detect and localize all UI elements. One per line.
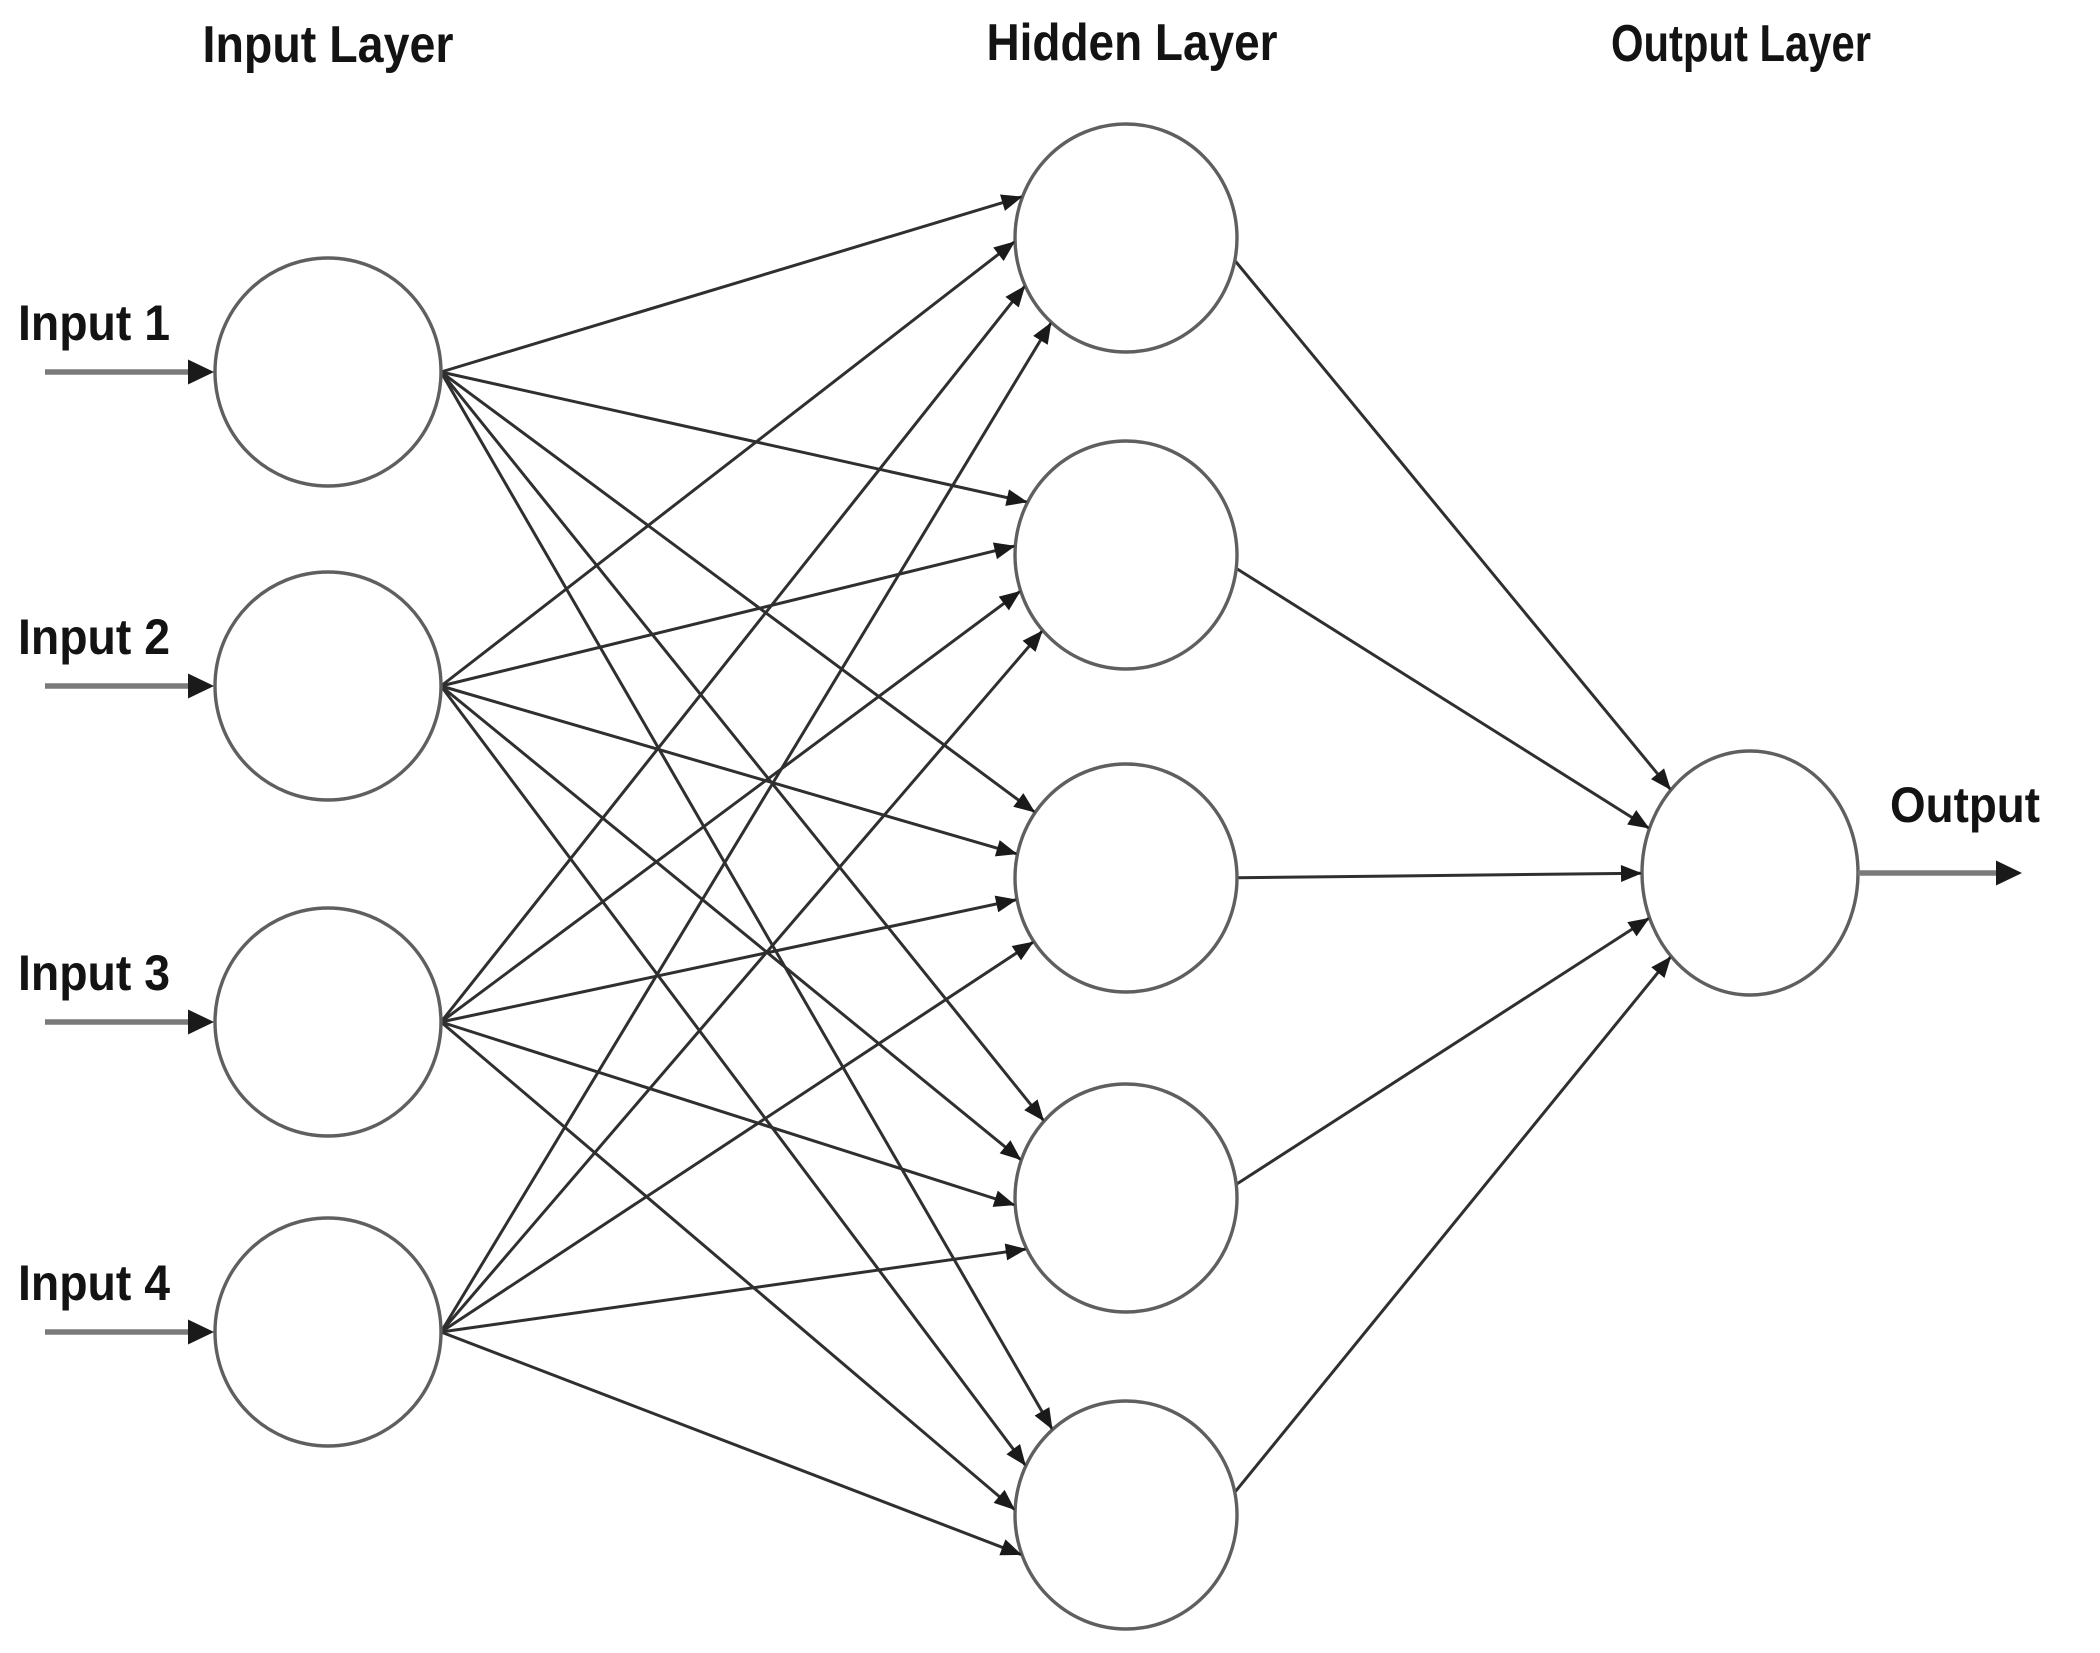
arrowhead-input3-hidden2: [998, 590, 1021, 611]
arrowhead-input1-hidden4: [1024, 1099, 1045, 1122]
edge-input4-hidden4: [440, 1247, 1027, 1334]
edge-input2-hidden4: [440, 684, 1023, 1162]
title-input-layer: Input Layer: [203, 16, 454, 74]
title-output-layer: Output Layer: [1611, 15, 1871, 73]
input-arrow-2-head: [188, 673, 214, 699]
edge-input3-hidden3: [440, 898, 1018, 1024]
arrowhead-input1-hidden2: [1005, 489, 1028, 506]
label-input-3: Input 3: [18, 945, 170, 1001]
arrowhead-hidden2-output: [1627, 810, 1650, 829]
edge-hidden1-output: [1233, 259, 1673, 791]
output-node: [1640, 749, 1860, 997]
arrowhead-input1-hidden1: [1000, 194, 1023, 211]
edge-input4-hidden5: [440, 1330, 1023, 1557]
edge-input4-hidden3: [440, 940, 1035, 1334]
arrowhead-input4-hidden3: [1011, 941, 1034, 961]
edge-input4-hidden2: [439, 629, 1044, 1333]
hidden-node-2: [1013, 439, 1239, 671]
edge-input2-hidden2: [440, 544, 1016, 688]
arrowhead-hidden4-output: [1627, 917, 1650, 937]
edge-hidden3-output: [1236, 871, 1643, 880]
arrowhead-hidden1-output: [1650, 768, 1671, 790]
arrowhead-input3-hidden3: [994, 895, 1018, 913]
edge-input1-hidden2: [440, 370, 1028, 504]
input-node-2: [213, 570, 443, 802]
label-output: Output: [1890, 777, 2040, 833]
arrowhead-input4-hidden4: [1004, 1243, 1027, 1261]
input-node-1: [213, 256, 443, 488]
arrowhead-input2-hidden3: [994, 840, 1018, 857]
edges-group: [439, 195, 1673, 1557]
edge-input1-hidden5: [439, 371, 1054, 1431]
arrowhead-input1-hidden3: [1013, 793, 1036, 813]
arrowhead-input2-hidden4: [999, 1140, 1022, 1161]
arrowhead-input3-hidden1: [1005, 285, 1026, 308]
arrowhead-hidden3-output: [1620, 864, 1643, 882]
arrowhead-input2-hidden2: [992, 542, 1016, 560]
arrowhead-input3-hidden4: [992, 1190, 1016, 1207]
edge-input3-hidden1: [439, 284, 1027, 1023]
arrowhead-input1-hidden5: [1034, 1407, 1053, 1430]
output-arrow-head: [1996, 860, 2022, 886]
label-input-4: Input 4: [18, 1255, 170, 1311]
labels-group: Input Layer Hidden Layer Output Layer In…: [18, 14, 2040, 1311]
input-arrow-3-head: [188, 1009, 214, 1035]
edge-hidden4-output: [1235, 916, 1651, 1186]
arrowhead-input4-hidden1: [1033, 322, 1052, 345]
edge-input3-hidden4: [440, 1020, 1016, 1207]
arrowhead-input4-hidden5: [999, 1539, 1023, 1556]
arrowhead-input2-hidden5: [1006, 1443, 1026, 1466]
arrowhead-input4-hidden2: [1022, 630, 1043, 652]
edge-input1-hidden1: [440, 195, 1024, 374]
edge-input2-hidden3: [440, 684, 1018, 856]
label-input-2: Input 2: [18, 609, 170, 665]
edge-input1-hidden3: [440, 370, 1037, 814]
hidden-node-1: [1013, 122, 1239, 354]
external-arrows-group: [45, 359, 2022, 1345]
edge-hidden2-output: [1235, 567, 1651, 830]
arrowhead-input2-hidden1: [993, 241, 1016, 261]
arrowhead-hidden5-output: [1651, 956, 1672, 979]
hidden-node-4: [1013, 1082, 1239, 1314]
input-node-4: [213, 1216, 443, 1448]
title-hidden-layer: Hidden Layer: [987, 14, 1278, 72]
edge-input2-hidden5: [439, 685, 1028, 1467]
hidden-node-3: [1013, 762, 1239, 994]
input-arrow-4-head: [188, 1319, 214, 1345]
arrowhead-input3-hidden5: [993, 1489, 1016, 1510]
edge-input1-hidden4: [439, 371, 1046, 1123]
label-input-1: Input 1: [18, 295, 170, 351]
edge-input3-hidden2: [440, 589, 1022, 1024]
edge-hidden5-output: [1233, 955, 1673, 1494]
input-node-3: [213, 906, 443, 1138]
edge-input3-hidden5: [440, 1020, 1017, 1512]
edge-input2-hidden1: [440, 240, 1016, 688]
edge-input4-hidden1: [439, 321, 1053, 1333]
input-arrow-1-head: [188, 359, 214, 385]
arrowheads-group: [992, 194, 1672, 1556]
nodes-group: [213, 122, 1860, 1631]
hidden-node-5: [1013, 1399, 1239, 1631]
